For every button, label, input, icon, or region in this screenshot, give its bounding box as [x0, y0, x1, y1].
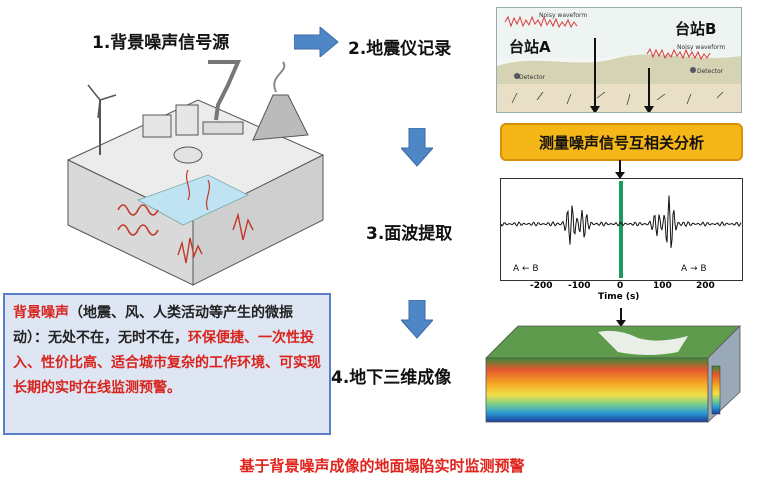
station-recording-panel: Noisy waveform Noisy waveform Detector D…: [496, 7, 742, 113]
cross-correlation-plot: A ← B A → B: [500, 178, 743, 281]
detector-label: Detector: [519, 74, 546, 81]
causal-arrow-label: A → B: [681, 264, 707, 274]
cross-correlation-box: 测量噪声信号互相关分析: [500, 123, 743, 161]
noise-source-illustration: [66, 60, 325, 286]
tick-label: 100: [653, 281, 672, 291]
waveform-label: Noisy waveform: [677, 44, 726, 51]
description-body: （地震、风、人类活动等产生的微振动）：无处不在，无时不在，: [13, 305, 293, 346]
x-axis-label: Time (s): [598, 292, 640, 302]
detector-label: Detector: [697, 68, 724, 75]
description-lead: 背景噪声: [13, 305, 69, 321]
seismic-field-illustration: [497, 8, 741, 112]
station-b-label: 台站B: [675, 20, 717, 38]
step1-title: 1.背景噪声信号源: [92, 33, 230, 53]
description-advantages: 环保便捷、一次性投入、性价比高、适合城市复杂的工作环境、可实现长期的实时在线监测…: [13, 330, 321, 396]
waveform-label: Noisy waveform: [539, 12, 588, 19]
waveform-trace: A ← B A → B: [501, 181, 742, 278]
step3-title: 3.面波提取: [366, 224, 453, 244]
tick-label: 0: [617, 281, 624, 291]
down-arrow-icon: [616, 308, 626, 327]
zero-lag-marker: [619, 181, 623, 278]
tick-label: -100: [568, 281, 591, 291]
station-a-label: 台站A: [509, 38, 551, 56]
page-title: 基于背景噪声成像的地面塌陷实时监测预警: [239, 457, 525, 475]
time-axis: -200 -100 0 100 200 Time (s): [500, 281, 743, 307]
detector-icon: [690, 67, 696, 73]
right-arrow-icon: [294, 27, 339, 57]
down-arrow-icon: [615, 160, 625, 179]
tick-label: -200: [530, 281, 553, 291]
color-scale-bar: [711, 365, 721, 415]
detector-icon: [514, 73, 520, 79]
acausal-arrow-label: A ← B: [513, 264, 539, 274]
down-arrow-icon: [401, 300, 433, 339]
down-arrow-icon: [401, 128, 433, 167]
background-noise-description: 背景噪声（地震、风、人类活动等产生的微振动）：无处不在，无时不在，环保便捷、一次…: [3, 293, 331, 435]
tick-label: 200: [696, 281, 715, 291]
step2-title: 2.地震仪记录: [348, 39, 452, 59]
subsurface-3d-image: [485, 325, 741, 423]
step4-title: 4.地下三维成像: [331, 368, 452, 388]
